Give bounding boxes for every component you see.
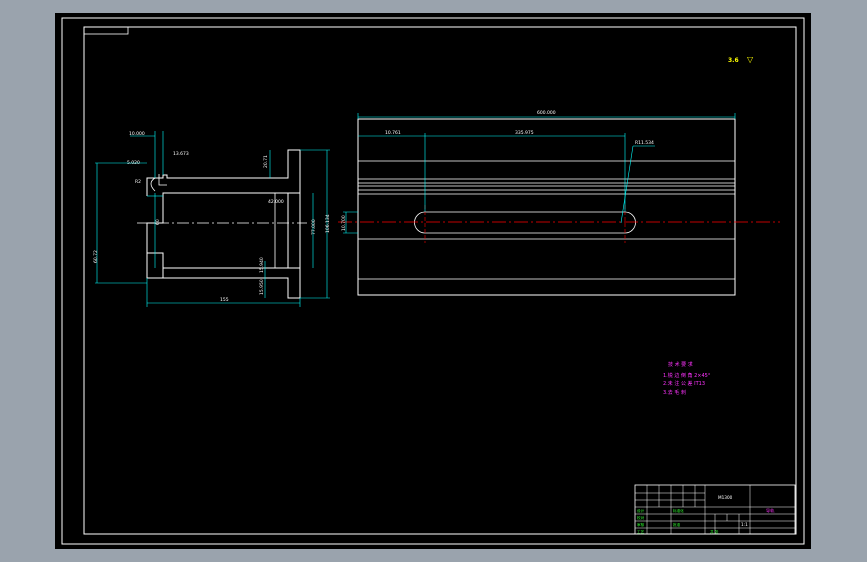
requirement-item-1: 1.锐 边 倒 角 2×45° bbox=[663, 372, 711, 379]
dim-line-overall-h bbox=[95, 162, 147, 284]
tb-scale: 1:1 bbox=[741, 522, 748, 527]
dim-line-10761 bbox=[358, 133, 426, 212]
dim-5020: 5.020 bbox=[127, 160, 140, 166]
dim-line-right-h bbox=[300, 149, 330, 299]
inner-border bbox=[83, 26, 797, 535]
dim-10700: 10.700 bbox=[341, 215, 347, 231]
dim-335975: 335.975 bbox=[515, 130, 534, 136]
roughness-note: 3.6 ▽ bbox=[728, 55, 754, 64]
roughness-value: 3.6 bbox=[728, 57, 739, 64]
requirements-title: 技 术 要 求 bbox=[668, 361, 693, 368]
left-view: 10.000 13.673 5.020 R2 20.71 60.72 42.00… bbox=[93, 131, 331, 307]
lip-detail bbox=[150, 174, 167, 192]
tb-label-3: 审核 bbox=[637, 522, 645, 527]
tb-label-2: 校对 bbox=[637, 515, 645, 520]
part-name: 导轨 bbox=[766, 507, 775, 514]
right-view-outer bbox=[357, 118, 736, 296]
dim-600: 600.000 bbox=[537, 110, 556, 116]
dim-2071: 20.71 bbox=[263, 155, 269, 168]
dim-10761: 10.761 bbox=[385, 130, 401, 136]
left-view-profile bbox=[146, 149, 301, 299]
slot-outline bbox=[414, 211, 636, 234]
dim-10: 10.000 bbox=[129, 131, 145, 137]
left-view-inner-step bbox=[288, 192, 300, 269]
tb-sheet: 共 张 bbox=[710, 529, 719, 534]
dim-r2: R2 bbox=[135, 179, 141, 185]
dim-line-width bbox=[146, 278, 301, 307]
reverse-code-box bbox=[83, 26, 129, 35]
tb-label-6: 批准 bbox=[673, 522, 681, 527]
right-view: 600.000 10.761 335.975 R11.534 10.700 bbox=[338, 110, 780, 296]
drawing-sheet: 3.6 ▽ 10.000 13.673 5.020 R2 20.71 60.7 bbox=[61, 17, 805, 545]
title-block: M1300 导轨 设计 校对 审核 工艺 标准化 批准 1:1 共 张 bbox=[634, 484, 796, 535]
dim-42000: 42.000 bbox=[268, 199, 284, 205]
drawing-viewport[interactable]: 3.6 ▽ 10.000 13.673 5.020 R2 20.71 60.7 bbox=[55, 13, 811, 549]
dim-6072: 60.72 bbox=[93, 250, 99, 263]
dim-line-600 bbox=[357, 113, 736, 119]
dim-15950: 15.950 bbox=[259, 279, 265, 295]
dim-155: 155 bbox=[220, 297, 229, 303]
dim-77000: 77.000 bbox=[311, 219, 317, 235]
dim-106134: 106.134 bbox=[325, 214, 331, 233]
tb-label-4: 工艺 bbox=[637, 529, 645, 534]
tb-label-1: 设计 bbox=[637, 508, 645, 513]
dim-line-top bbox=[130, 131, 164, 178]
dim-13673: 13.673 bbox=[173, 151, 189, 157]
technical-requirements: 技 术 要 求 1.锐 边 倒 角 2×45° 2.未 注 公 差 IT13 3… bbox=[663, 361, 711, 396]
requirement-item-2: 2.未 注 公 差 IT13 bbox=[663, 380, 705, 387]
requirement-item-3: 3.去 毛 刺 bbox=[663, 389, 686, 396]
outer-border bbox=[61, 17, 805, 545]
dim-leader-r11534 bbox=[620, 145, 655, 224]
tb-label-5: 标准化 bbox=[673, 508, 684, 513]
roughness-symbol: ▽ bbox=[747, 55, 754, 64]
dim-line-335975 bbox=[425, 133, 626, 212]
dim-60: 60 bbox=[155, 219, 161, 225]
dim-r11534: R11.534 bbox=[635, 140, 654, 146]
part-code: M1300 bbox=[718, 495, 733, 500]
dim-line-10700 bbox=[343, 211, 358, 234]
dim-15940: 15.940 bbox=[259, 257, 265, 273]
